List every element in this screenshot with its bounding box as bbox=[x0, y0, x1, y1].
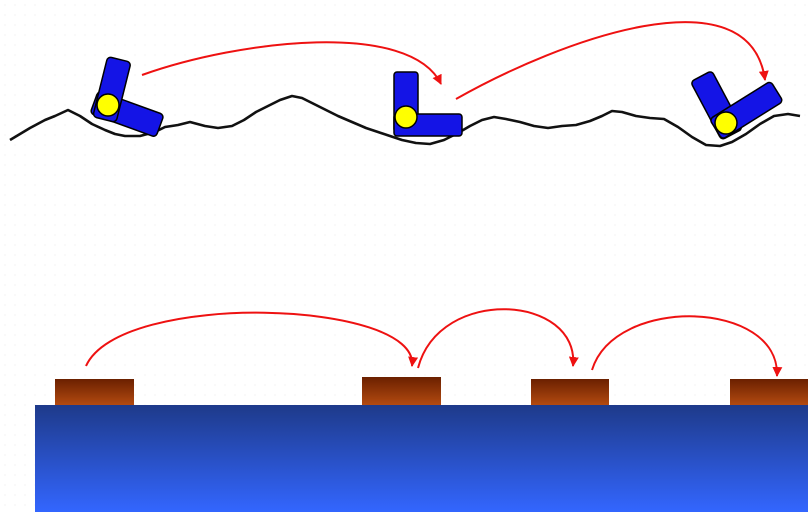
water-body bbox=[35, 405, 808, 512]
terrain-panel bbox=[10, 22, 800, 146]
hopping-robot-3 bbox=[691, 71, 784, 141]
hopping-robot-2 bbox=[394, 72, 462, 136]
platform-4 bbox=[730, 379, 808, 405]
platform-hop-arrow-3 bbox=[592, 316, 777, 376]
platform-3 bbox=[531, 379, 609, 405]
robot-joint bbox=[395, 106, 417, 128]
platform-hop-arrow-1 bbox=[86, 313, 412, 366]
platform-2 bbox=[362, 377, 441, 405]
platform-1 bbox=[55, 379, 134, 405]
robot-joint bbox=[97, 94, 119, 116]
hopping-robot-1 bbox=[90, 56, 164, 137]
robot-joint bbox=[715, 112, 737, 134]
water-panel bbox=[35, 309, 808, 512]
platform-hop-arrow-2 bbox=[418, 309, 573, 368]
